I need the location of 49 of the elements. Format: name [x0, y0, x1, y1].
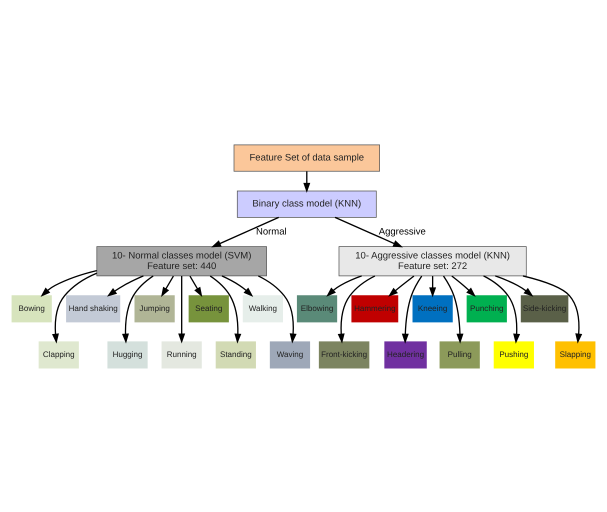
arrow — [258, 274, 297, 343]
arrow — [451, 274, 476, 296]
edge-label: Aggressive — [378, 226, 426, 237]
node-box: Hand shaking — [66, 294, 120, 322]
node-box: Feature Set of data sample — [234, 144, 380, 172]
arrow — [483, 274, 520, 344]
node-box: Seating — [188, 294, 229, 322]
node-box: Kneeing — [412, 294, 453, 322]
node-box: Pushing — [494, 340, 534, 368]
arrow — [122, 274, 154, 344]
arrow — [211, 216, 279, 247]
arrow — [522, 274, 582, 344]
arrow — [495, 274, 534, 296]
node-box: Hammering — [351, 294, 398, 322]
arrow — [388, 274, 414, 296]
arrow — [303, 171, 310, 192]
arrow — [161, 275, 174, 297]
node-box: Front-kicking — [318, 340, 370, 368]
arrow — [106, 274, 144, 296]
node-box: Headering — [384, 340, 427, 368]
arrow — [189, 275, 202, 297]
arrow — [40, 269, 97, 296]
arrow — [429, 276, 436, 297]
arrow — [222, 274, 254, 296]
arrow — [442, 275, 464, 344]
arrow — [338, 274, 376, 344]
arrow — [326, 274, 362, 296]
edge-label: Normal — [256, 226, 287, 237]
node-box: Standing — [216, 340, 256, 368]
node-box: Slapping — [555, 340, 596, 368]
arrow — [334, 216, 403, 247]
arrow — [178, 276, 186, 344]
node-box: Side-kicking — [520, 294, 568, 322]
arrow — [52, 272, 97, 344]
node-box: Elbowing — [296, 294, 338, 322]
node-box: Pulling — [440, 340, 480, 368]
arrow — [210, 274, 242, 344]
node-box: Hugging — [107, 340, 148, 368]
node-box: Clapping — [38, 340, 79, 368]
node-box: Waving — [270, 340, 310, 368]
node-box: Bowing — [12, 294, 52, 322]
node-box: 10- Aggressive classes model (KNN) Feature set: 272 — [338, 246, 527, 276]
arrow — [402, 275, 422, 344]
node-box: 10- Normal classes model (SVM) Feature set: 440 — [96, 246, 267, 276]
node-box: Jumping — [134, 294, 175, 322]
node-box: Binary class model (KNN) — [236, 190, 377, 218]
node-box: Running — [162, 340, 202, 368]
node-box: Punching — [466, 294, 507, 322]
node-box: Walking — [242, 294, 284, 322]
